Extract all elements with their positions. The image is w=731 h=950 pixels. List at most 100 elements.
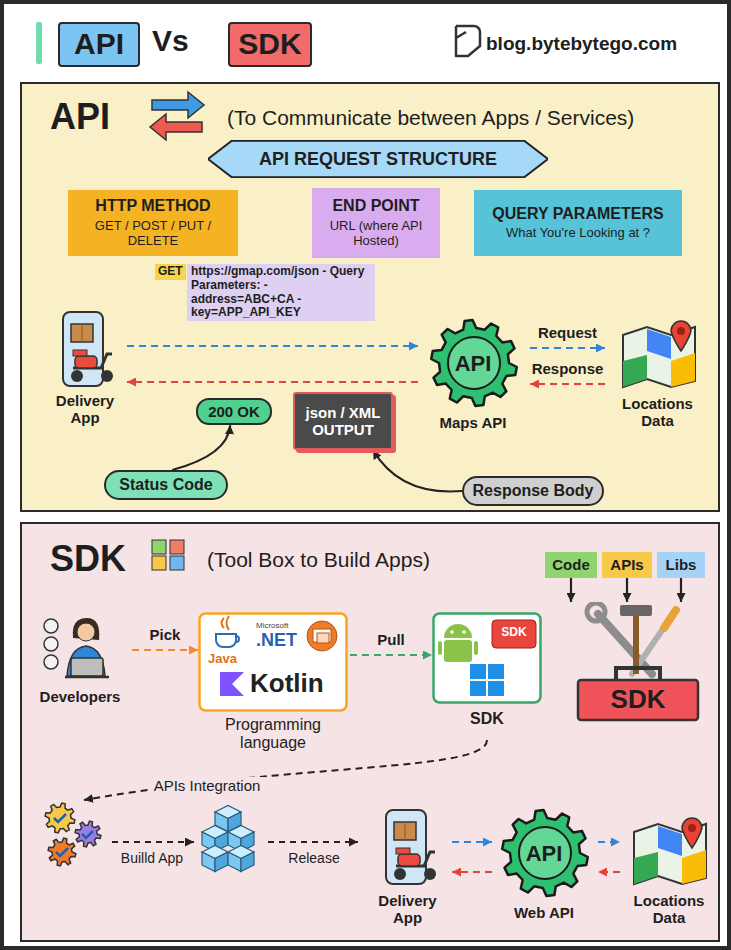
node-title: API bbox=[418, 351, 528, 376]
drawing-part bbox=[241, 852, 254, 872]
integration-curve bbox=[84, 740, 487, 800]
connector-arrow bbox=[350, 654, 432, 656]
connector-arrow bbox=[132, 649, 198, 651]
cube-icon bbox=[228, 826, 254, 852]
drawing-part bbox=[386, 810, 426, 884]
connector-arrow bbox=[172, 425, 230, 470]
drawing-part bbox=[492, 620, 536, 648]
drawing-part bbox=[658, 826, 682, 856]
node-text: GET / POST / PUT / DELETE bbox=[74, 219, 232, 249]
node-title: SDK bbox=[238, 27, 301, 62]
node-text: (To Communicate between Apps / Services) bbox=[227, 106, 707, 130]
node-title: Status Code bbox=[119, 476, 212, 494]
drawing-part bbox=[474, 641, 478, 655]
drawing-part bbox=[44, 655, 58, 669]
drawing-part bbox=[598, 614, 652, 674]
cube-icon bbox=[228, 846, 254, 872]
node-title: Developers bbox=[30, 688, 130, 705]
blocks-icon bbox=[170, 540, 184, 554]
connector-arrow bbox=[127, 345, 418, 347]
drawing-part bbox=[215, 852, 228, 872]
drawing-part bbox=[488, 681, 504, 696]
tag-box: APIs bbox=[602, 552, 652, 578]
connector-arrow bbox=[452, 841, 492, 843]
connector-arrow bbox=[373, 450, 462, 491]
step-label: APIs Integration bbox=[148, 777, 266, 794]
app-node: Delivery App bbox=[365, 808, 452, 930]
connector-arrow bbox=[598, 841, 620, 843]
process-box: END POINTURL (where API Hosted) bbox=[312, 188, 440, 258]
drawing-part bbox=[647, 329, 671, 359]
drawing-part bbox=[228, 852, 241, 872]
drawing-part bbox=[462, 630, 466, 634]
request-example: GEThttps://gmap.com/json - Query Paramet… bbox=[155, 264, 377, 330]
drawing-part bbox=[587, 603, 605, 621]
tag-box: Code bbox=[545, 552, 597, 578]
sdk-panel: SDK(Tool Box to Build Apps)DevelopersJav… bbox=[20, 522, 720, 942]
node-title: 200 OK bbox=[208, 403, 260, 420]
drawing-part bbox=[438, 641, 442, 655]
cube-icon bbox=[202, 826, 228, 852]
connector-arrow bbox=[570, 578, 572, 602]
drawing-part bbox=[620, 605, 652, 616]
drawing-part bbox=[688, 824, 696, 832]
drawing-part bbox=[616, 668, 660, 680]
node-title: Locations Data bbox=[620, 892, 718, 927]
drawing-part bbox=[470, 664, 486, 679]
release-arrow bbox=[268, 841, 358, 843]
drawing-part bbox=[396, 848, 410, 854]
drawing-part bbox=[677, 327, 685, 335]
blocks-icon bbox=[170, 556, 184, 570]
drawing-part bbox=[671, 321, 691, 351]
drawing-part bbox=[241, 832, 254, 852]
cube-icon bbox=[215, 806, 241, 832]
node-text: https://gmap.com/json - Query Parameters… bbox=[187, 264, 375, 321]
drawing-part bbox=[200, 614, 347, 711]
edge-label: Pull bbox=[374, 631, 408, 648]
gear-icon bbox=[75, 821, 101, 847]
drawing-part bbox=[208, 141, 548, 177]
node-title: SDK bbox=[578, 685, 698, 715]
data-node: Locations Data bbox=[620, 812, 720, 930]
drawing-part bbox=[228, 812, 241, 832]
step-label: Release bbox=[274, 850, 354, 866]
node-title: HTTP METHOD bbox=[95, 197, 210, 215]
callout-pill: Status Code bbox=[104, 470, 228, 500]
node-title: SDK bbox=[50, 538, 126, 579]
node-title: API REQUEST STRUCTURE bbox=[259, 149, 497, 170]
connector-arrow bbox=[452, 871, 492, 873]
drawing-part bbox=[202, 846, 228, 859]
connector-arrow bbox=[127, 381, 418, 383]
node-title: json / XML OUTPUT bbox=[301, 404, 385, 439]
blocks-icon bbox=[152, 540, 166, 554]
node-text: Maps API bbox=[418, 414, 528, 431]
node-title: Locations Data bbox=[605, 395, 710, 430]
drawing-part bbox=[73, 350, 87, 356]
map-icon bbox=[630, 812, 710, 886]
edge-label: Request bbox=[535, 324, 600, 341]
node-text: URL (where API Hosted) bbox=[318, 219, 434, 249]
map-icon bbox=[619, 315, 699, 389]
output-box: json / XML OUTPUT bbox=[293, 392, 393, 450]
blog-logo bbox=[456, 26, 480, 56]
node-text: Web API bbox=[492, 904, 596, 921]
drawing-part bbox=[632, 610, 676, 674]
title-word: Vs bbox=[152, 24, 189, 59]
drawing-part bbox=[444, 624, 472, 638]
drawing-part bbox=[313, 629, 331, 642]
blocks-icon bbox=[152, 556, 166, 570]
process-box: HTTP METHOD GET / POST / PUT / DELETE bbox=[68, 190, 238, 256]
step-label: Builld App bbox=[112, 850, 192, 866]
node-title: QUERY PARAMETERS bbox=[492, 205, 663, 223]
drawing-part bbox=[317, 633, 329, 643]
language-node: JavaMicrosoft.NETKotlinProgramming langu… bbox=[198, 612, 350, 762]
callout-pill: Response Body bbox=[462, 476, 604, 506]
drawing-part bbox=[228, 846, 254, 859]
drawing-part bbox=[578, 680, 698, 720]
exchange-arrow-red bbox=[150, 114, 202, 140]
drawing-part bbox=[634, 852, 658, 884]
drawing-part bbox=[75, 356, 97, 368]
node-title: API bbox=[492, 841, 596, 866]
build-arrow bbox=[112, 841, 194, 843]
edge-label: Response bbox=[529, 360, 607, 377]
